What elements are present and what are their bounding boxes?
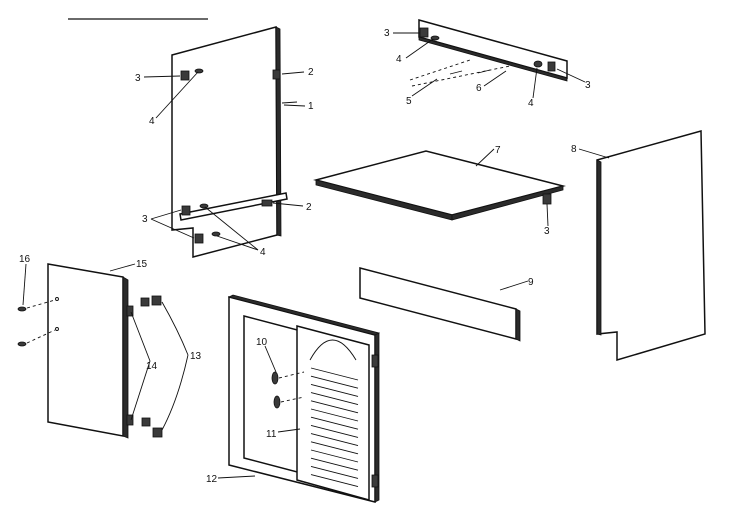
hinge-icon — [140, 297, 150, 307]
bracket-icon — [419, 27, 429, 38]
label-part-16: 16 — [19, 254, 31, 265]
label-part-10: 10 — [256, 337, 268, 348]
label-part-9: 9 — [528, 277, 534, 288]
screw-path — [409, 59, 471, 81]
louver-slat — [310, 408, 359, 422]
label-part-4: 4 — [396, 54, 402, 65]
louver-slat — [310, 375, 359, 389]
hinge-icon — [126, 414, 134, 426]
hinge-icon — [141, 417, 151, 427]
screw-icon — [211, 231, 221, 237]
label-part-3: 3 — [135, 73, 141, 84]
label-part-6: 6 — [476, 83, 482, 94]
hinge-icon — [371, 354, 379, 368]
part-6-back-rail — [409, 19, 568, 87]
label-part-4: 4 — [149, 116, 155, 127]
label-part-8: 8 — [571, 144, 577, 155]
label-part-14: 14 — [146, 361, 158, 372]
screw-icon — [533, 60, 543, 68]
hinge-icon — [371, 474, 379, 488]
hinge-icon — [151, 295, 162, 306]
bracket-icon — [194, 233, 204, 244]
louver-slat — [310, 441, 359, 455]
label-part-2: 2 — [306, 202, 312, 213]
label-part-5: 5 — [406, 96, 412, 107]
louver-slat — [310, 392, 359, 406]
louver-slat — [310, 416, 359, 430]
label-part-4: 4 — [260, 247, 266, 258]
louver-slat — [310, 433, 359, 447]
label-part-4: 4 — [528, 98, 534, 109]
label-part-3: 3 — [142, 214, 148, 225]
part-number-labels: 3 4 2 1 3 2 4 3 4 5 6 4 3 7 3 8 9 16 15 … — [19, 28, 591, 485]
louver-slat — [310, 465, 359, 479]
label-part-1: 1 — [308, 101, 314, 112]
bracket-icon — [542, 193, 552, 205]
label-part-13: 13 — [190, 351, 202, 362]
label-part-11: 11 — [266, 429, 277, 440]
knob-icon — [273, 395, 281, 409]
label-part-3: 3 — [544, 226, 550, 237]
part-1-side-panel — [171, 26, 288, 258]
hinge-icon — [152, 427, 163, 438]
bracket-icon — [272, 69, 281, 80]
bracket-icon — [180, 70, 190, 81]
louver-slat — [310, 383, 359, 397]
label-part-2: 2 — [308, 67, 314, 78]
bracket-icon — [261, 199, 273, 207]
part-13-14-hinges — [126, 295, 163, 438]
louver-slat — [310, 424, 359, 438]
louver-slat — [310, 457, 359, 471]
label-part-12: 12 — [206, 474, 218, 485]
bracket-icon — [181, 205, 191, 216]
part-7-top-panel — [313, 150, 566, 221]
screw-icon — [194, 68, 204, 74]
screw-icon — [17, 341, 27, 347]
label-part-3: 3 — [384, 28, 390, 39]
part-11-louver-panel — [271, 325, 370, 501]
louver-slat — [310, 449, 359, 463]
screw-icon — [199, 203, 209, 209]
leader-lines — [22, 32, 610, 479]
bracket-icon — [547, 61, 556, 72]
hinge-icon — [126, 305, 134, 317]
screw-icon — [17, 306, 27, 312]
louver-slat — [310, 400, 359, 414]
louver-slat — [310, 367, 359, 381]
part-8-right-panel — [596, 130, 706, 362]
label-part-7: 7 — [495, 145, 501, 156]
screw-path — [411, 65, 511, 87]
part-15-side-door — [17, 263, 129, 439]
knob-icon — [271, 371, 279, 385]
louver-slat — [310, 474, 359, 488]
part-9-bottom-rail — [359, 267, 521, 342]
label-part-3: 3 — [585, 80, 591, 91]
label-part-15: 15 — [136, 259, 148, 270]
louver-slats — [310, 367, 359, 488]
